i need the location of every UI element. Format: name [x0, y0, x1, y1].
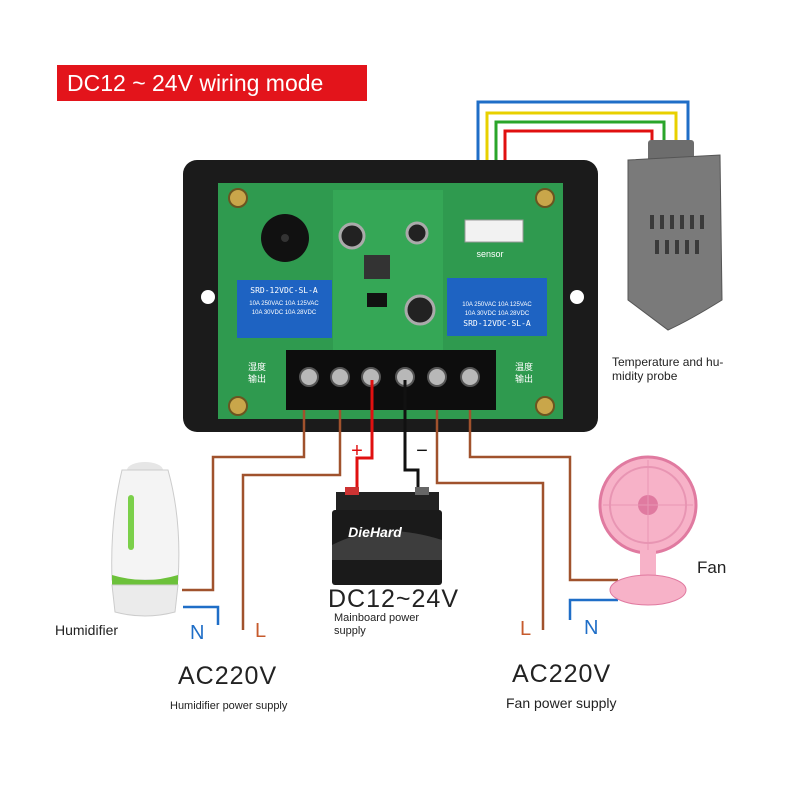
mount-hole-left [201, 290, 215, 304]
fan [598, 455, 698, 606]
svg-text:输出: 输出 [515, 373, 533, 384]
relay-left-model: SRD-12VDC-SL-A [250, 286, 318, 295]
humidifier-ac-label: AC220V [178, 662, 278, 690]
capacitors [338, 221, 436, 326]
relay-left-spec-1: 10A 250VAC 10A 125VAC [249, 301, 319, 307]
mount-hole-right [570, 290, 584, 304]
battery-wire-negative [403, 380, 420, 490]
fan-ac-label: AC220V [512, 660, 612, 688]
fan-wires [435, 410, 618, 630]
pcb-screws [228, 188, 555, 416]
fan-wire-n [468, 410, 618, 582]
sensor-connector [464, 219, 524, 243]
title-banner: DC12 ~ 24V wiring mode [57, 65, 367, 101]
svg-text:输出: 输出 [248, 373, 266, 384]
humidifier-wire-n [182, 410, 306, 592]
battery-caption: Mainboard power supply [334, 612, 419, 637]
battery: DieHard [332, 487, 442, 585]
fan-caption: Fan power supply [506, 695, 617, 711]
fan-n-label: N [584, 617, 599, 639]
fan-wire-blue [568, 598, 618, 620]
battery-brand: DieHard [348, 524, 402, 540]
fan-label: Fan [697, 558, 727, 577]
inductor [364, 255, 390, 279]
battery-wire-positive [355, 380, 374, 490]
humidifier-label: Humidifier [55, 622, 119, 638]
relay-right-spec-1: 10A 250VAC 10A 125VAC [462, 302, 532, 308]
relay-right-spec-2: 10A 30VDC 10A 28VDC [465, 311, 530, 317]
temperature-output-label: 温度 [515, 361, 533, 372]
battery-voltage-label: DC12~24V [328, 585, 459, 613]
humidifier-l-label: L [255, 620, 267, 642]
polarity-minus: − [416, 440, 428, 462]
humidifier-wires [182, 410, 342, 630]
probe-label: Temperature and hu- midity probe [612, 355, 724, 383]
humidifier-wire-l [241, 410, 342, 630]
sensor-label: sensor [476, 249, 503, 259]
temperature-humidity-probe [627, 140, 723, 331]
terminal-screws [299, 367, 480, 387]
humidifier-wire-blue [183, 605, 220, 625]
ic-chip [367, 293, 387, 307]
polarity-plus: + [351, 440, 363, 462]
relay-left-spec-2: 10A 30VDC 10A 28VDC [252, 310, 317, 316]
relay-left: SRD-12VDC-SL-A 10A 250VAC 10A 125VAC 10A… [237, 280, 332, 338]
humidifier-caption: Humidifier power supply [170, 700, 288, 712]
fan-wire-l [435, 410, 545, 630]
relay-right-model: SRD-12VDC-SL-A [463, 319, 531, 328]
fan-l-label: L [520, 618, 532, 640]
relay-right: SRD-12VDC-SL-A 10A 250VAC 10A 125VAC 10A… [447, 278, 547, 336]
humidity-output-label: 湿度 [248, 361, 266, 372]
humidifier-n-label: N [190, 622, 205, 644]
humidifier [111, 462, 180, 617]
